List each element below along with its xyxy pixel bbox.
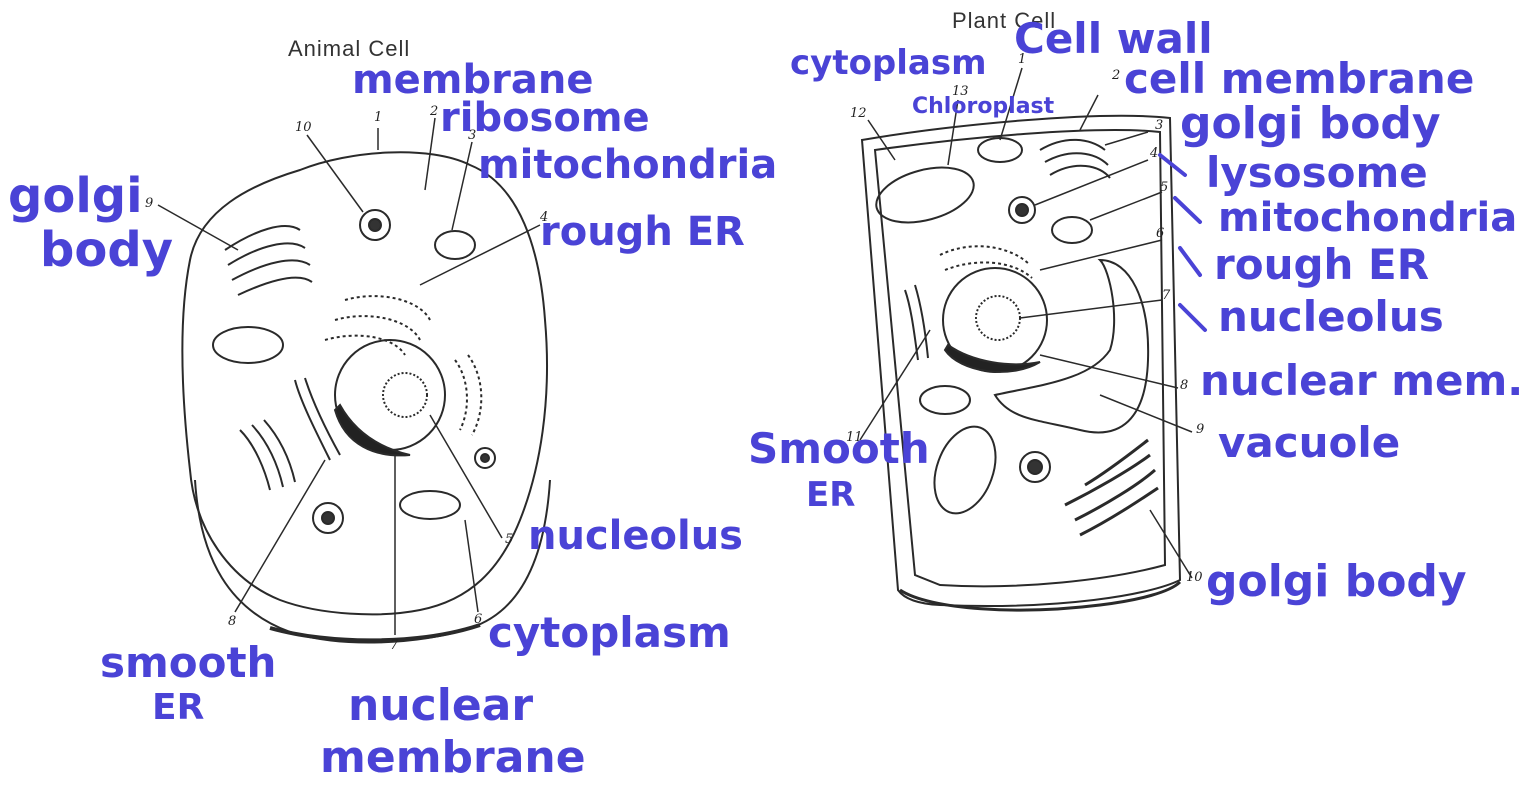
animal-label-nucleolus: nucleolus	[528, 516, 743, 556]
plant-chloroplast	[923, 418, 1006, 522]
plant-golgi-bottom	[1065, 440, 1158, 535]
plant-label-golgi-body-top: golgi body	[1180, 102, 1441, 146]
plant-label-golgi-body-bottom: golgi body	[1206, 560, 1467, 604]
plant-label-smooth-er-line1: Smooth	[748, 428, 930, 470]
animal-number-7: 7	[390, 638, 398, 653]
animal-label-smooth-er-line2: ER	[152, 690, 204, 726]
animal-smooth-er	[295, 378, 340, 460]
animal-label-golgi-line1: golgi	[8, 172, 143, 220]
animal-label-nuclear-membrane-line1: nuclear	[348, 684, 533, 728]
plant-vacuole	[995, 260, 1148, 432]
animal-cell-drawing	[158, 118, 550, 643]
plant-label-mitochondria: mitochondria	[1218, 198, 1517, 238]
plant-number-9: 9	[1196, 422, 1204, 437]
animal-label-rough-er: rough ER	[540, 212, 745, 252]
plant-label-cell-membrane: cell membrane	[1124, 58, 1474, 100]
animal-label-membrane: membrane	[352, 60, 593, 100]
animal-mitochondrion	[213, 327, 283, 363]
animal-label-mitochondria: mitochondria	[478, 145, 777, 185]
plant-number-4: 4	[1150, 146, 1158, 161]
animal-label-golgi-line2: body	[40, 226, 173, 274]
plant-cell-drawing	[860, 68, 1192, 610]
plant-label-lysosome: lysosome	[1206, 152, 1428, 194]
animal-label-ribosome: ribosome	[440, 98, 650, 138]
plant-number-5: 5	[1160, 180, 1168, 195]
plant-number-7: 7	[1162, 288, 1170, 303]
plant-label-cytoplasm: cytoplasm	[790, 46, 987, 80]
plant-number-12: 12	[850, 106, 867, 121]
plant-label-smooth-er-line2: ER	[806, 478, 855, 512]
plant-number-3: 3	[1155, 118, 1163, 133]
animal-label-smooth-er-line1: smooth	[100, 642, 276, 684]
plant-chloroplast	[978, 138, 1022, 162]
animal-cell-membrane	[182, 152, 547, 614]
plant-label-rough-er: rough ER	[1214, 244, 1429, 286]
plant-label-nuclear-mem: nuclear mem.	[1200, 360, 1523, 402]
animal-number-5: 5	[505, 532, 513, 547]
animal-golgi	[225, 226, 312, 295]
plant-chloroplast	[920, 386, 970, 414]
plant-label-vacuole: vacuole	[1218, 422, 1400, 464]
animal-number-10: 10	[295, 120, 312, 135]
animal-mitochondrion	[400, 491, 460, 519]
plant-chloroplast	[870, 158, 980, 232]
animal-mitochondrion	[435, 231, 475, 259]
plant-number-2: 2	[1112, 68, 1120, 83]
plant-number-10: 10	[1186, 570, 1203, 585]
plant-smooth-er	[905, 285, 928, 360]
plant-nucleolus	[976, 296, 1020, 340]
animal-nucleolus	[383, 373, 427, 417]
animal-number-9: 9	[145, 196, 153, 211]
animal-number-6: 6	[474, 612, 482, 627]
animal-golgi-lower	[240, 420, 295, 490]
plant-label-chloroplast: Chloroplast	[912, 96, 1054, 118]
animal-nuclear-membrane-shade	[335, 405, 410, 455]
plant-golgi-top	[1040, 140, 1110, 178]
plant-number-6: 6	[1156, 226, 1164, 241]
plant-nuclear-membrane-shade	[945, 345, 1040, 372]
animal-number-1: 1	[374, 110, 382, 125]
animal-number-8: 8	[228, 614, 236, 629]
plant-label-nucleolus: nucleolus	[1218, 296, 1444, 338]
plant-number-8: 8	[1180, 378, 1188, 393]
animal-label-nuclear-membrane-line2: membrane	[320, 736, 586, 780]
plant-mitochondrion	[1052, 217, 1092, 243]
animal-number-2: 2	[430, 104, 438, 119]
animal-label-cytoplasm: cytoplasm	[488, 612, 731, 654]
